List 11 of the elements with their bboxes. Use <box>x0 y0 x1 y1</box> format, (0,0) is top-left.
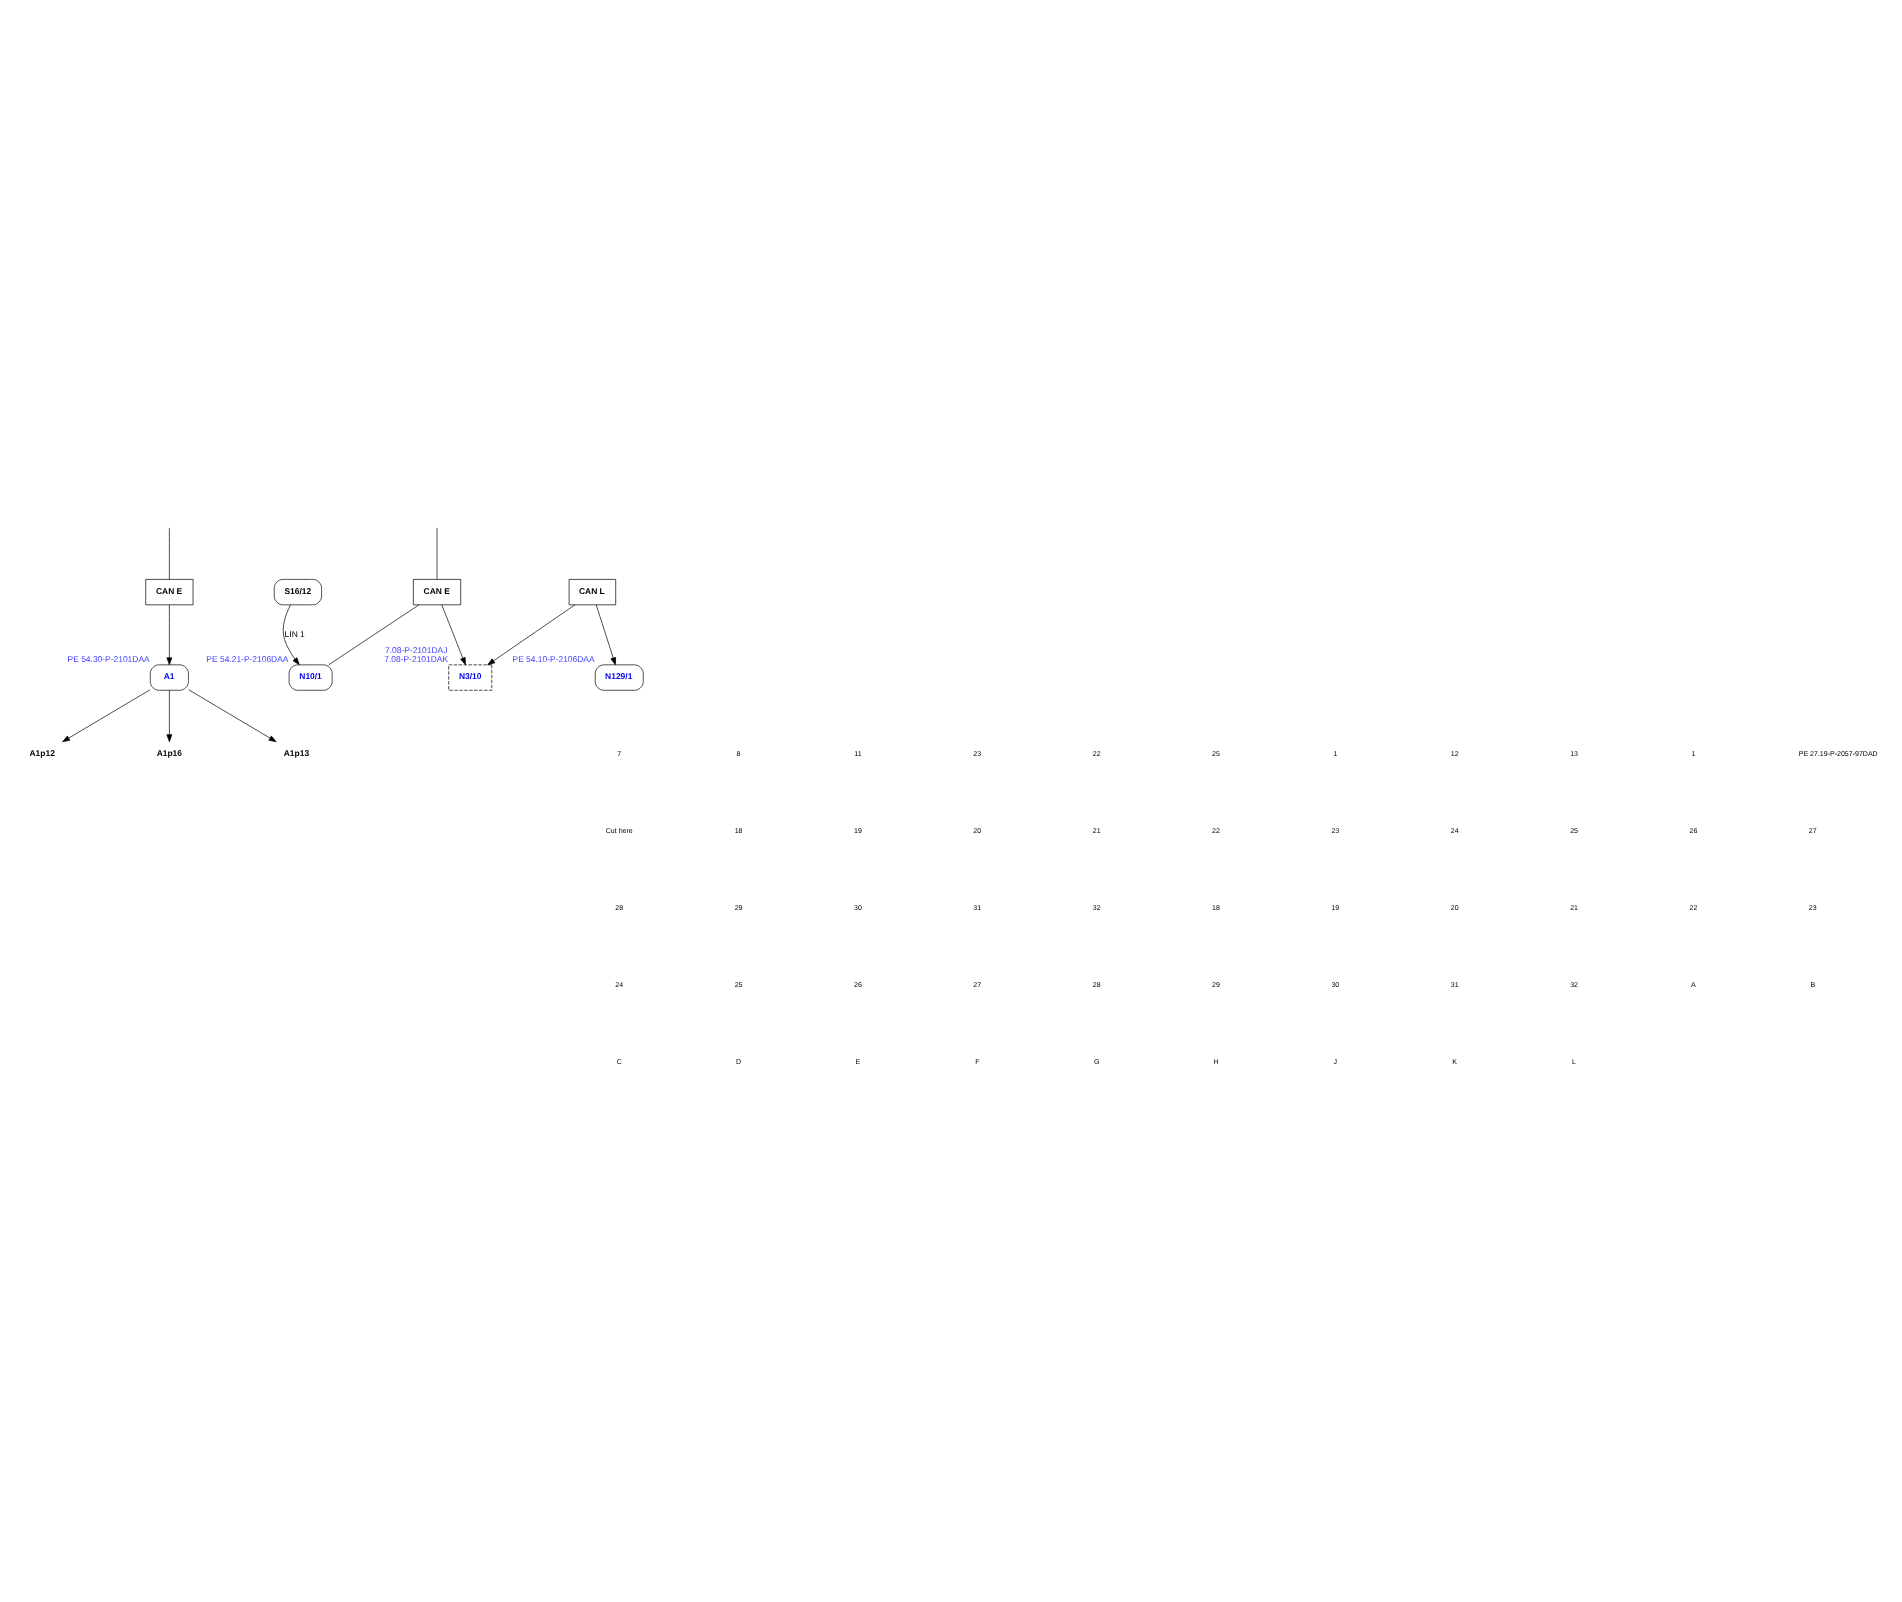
connector <box>169 527 170 580</box>
arrow <box>188 689 277 743</box>
arrow <box>166 604 173 666</box>
arrow <box>595 604 616 666</box>
arrow <box>441 604 466 666</box>
arrow <box>487 604 576 666</box>
arrow <box>62 689 151 743</box>
arrow <box>282 604 300 666</box>
connector <box>436 527 438 580</box>
arrow <box>166 690 173 743</box>
connector <box>328 604 420 666</box>
